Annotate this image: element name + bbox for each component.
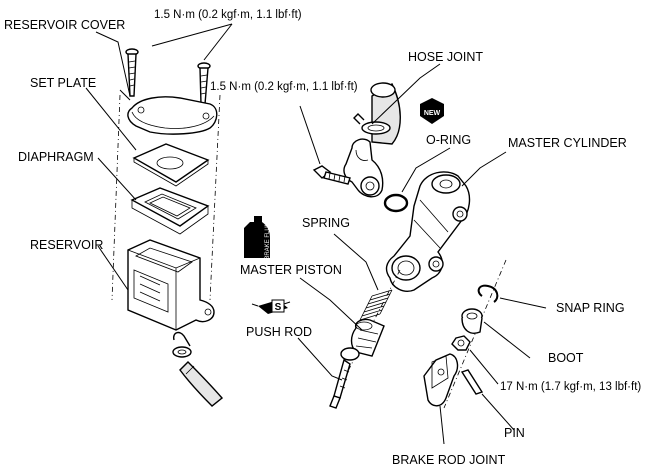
label-hose-joint: HOSE JOINT xyxy=(408,50,483,64)
reservoir-hose xyxy=(179,361,224,407)
piston-assembly xyxy=(329,269,401,409)
torque-hose-joint-screw: 1.5 N·m (0.2 kgf·m, 1.1 lbf·ft) xyxy=(210,81,358,93)
label-boot: BOOT xyxy=(548,351,584,365)
label-set-plate: SET PLATE xyxy=(30,76,96,90)
pin-part xyxy=(460,369,484,395)
diaphragm xyxy=(130,187,210,235)
lock-nut-part xyxy=(451,335,471,351)
spring-part xyxy=(359,289,393,321)
brake-fluid-icon: BRAKE FLUID xyxy=(244,216,271,260)
reservoir-assembly xyxy=(111,48,224,407)
set-plate xyxy=(132,143,210,187)
cover-screw-right xyxy=(197,62,211,105)
label-snap-ring: SNAP RING xyxy=(556,301,625,315)
o-ring-part xyxy=(383,193,409,213)
hose-joint xyxy=(343,138,384,198)
label-push-rod: PUSH ROD xyxy=(246,325,312,339)
label-pin: PIN xyxy=(504,426,525,440)
push-rod-part xyxy=(329,347,360,409)
hose-joint-screw xyxy=(312,165,351,185)
boot-part xyxy=(461,308,483,334)
grease-icon: S xyxy=(251,299,291,314)
master-piston-part xyxy=(350,318,385,357)
brake-rod-joint-part xyxy=(423,353,459,407)
leader-lines xyxy=(85,23,547,445)
new-part-icon: NEW xyxy=(420,98,444,124)
brake-rod-assembly xyxy=(423,259,507,409)
cover-screw-left xyxy=(125,48,139,97)
reservoir-cover xyxy=(127,96,218,135)
svg-text:S: S xyxy=(275,302,282,313)
torque-brake-rod-nut: 17 N·m (1.7 kgf·m, 13 lbf·ft) xyxy=(500,381,641,393)
label-master-piston: MASTER PISTON xyxy=(240,263,342,277)
label-o-ring: O-RING xyxy=(426,133,471,147)
label-reservoir-cover: RESERVOIR COVER xyxy=(4,18,125,32)
label-master-cylinder: MASTER CYLINDER xyxy=(508,136,627,150)
reservoir-body xyxy=(127,239,215,331)
label-diaphragm: DIAPHRAGM xyxy=(18,150,94,164)
svg-text:NEW: NEW xyxy=(424,110,441,117)
reservoir-hose-clip xyxy=(172,331,192,358)
svg-text:BRAKE FLUID: BRAKE FLUID xyxy=(265,220,271,260)
brake-hose xyxy=(370,82,401,145)
hose-joint-assembly xyxy=(312,82,409,213)
label-reservoir: RESERVOIR xyxy=(30,238,103,252)
label-spring: SPRING xyxy=(302,216,350,230)
labels: RESERVOIR COVER 1.5 N·m (0.2 kgf·m, 1.1 … xyxy=(4,9,641,467)
torque-cover-screws: 1.5 N·m (0.2 kgf·m, 1.1 lbf·ft) xyxy=(154,9,302,21)
hose-clip xyxy=(353,113,391,135)
label-brake-rod-joint: BRAKE ROD JOINT xyxy=(392,453,506,467)
snap-ring-part xyxy=(477,284,499,303)
master-cylinder-body xyxy=(385,171,471,292)
